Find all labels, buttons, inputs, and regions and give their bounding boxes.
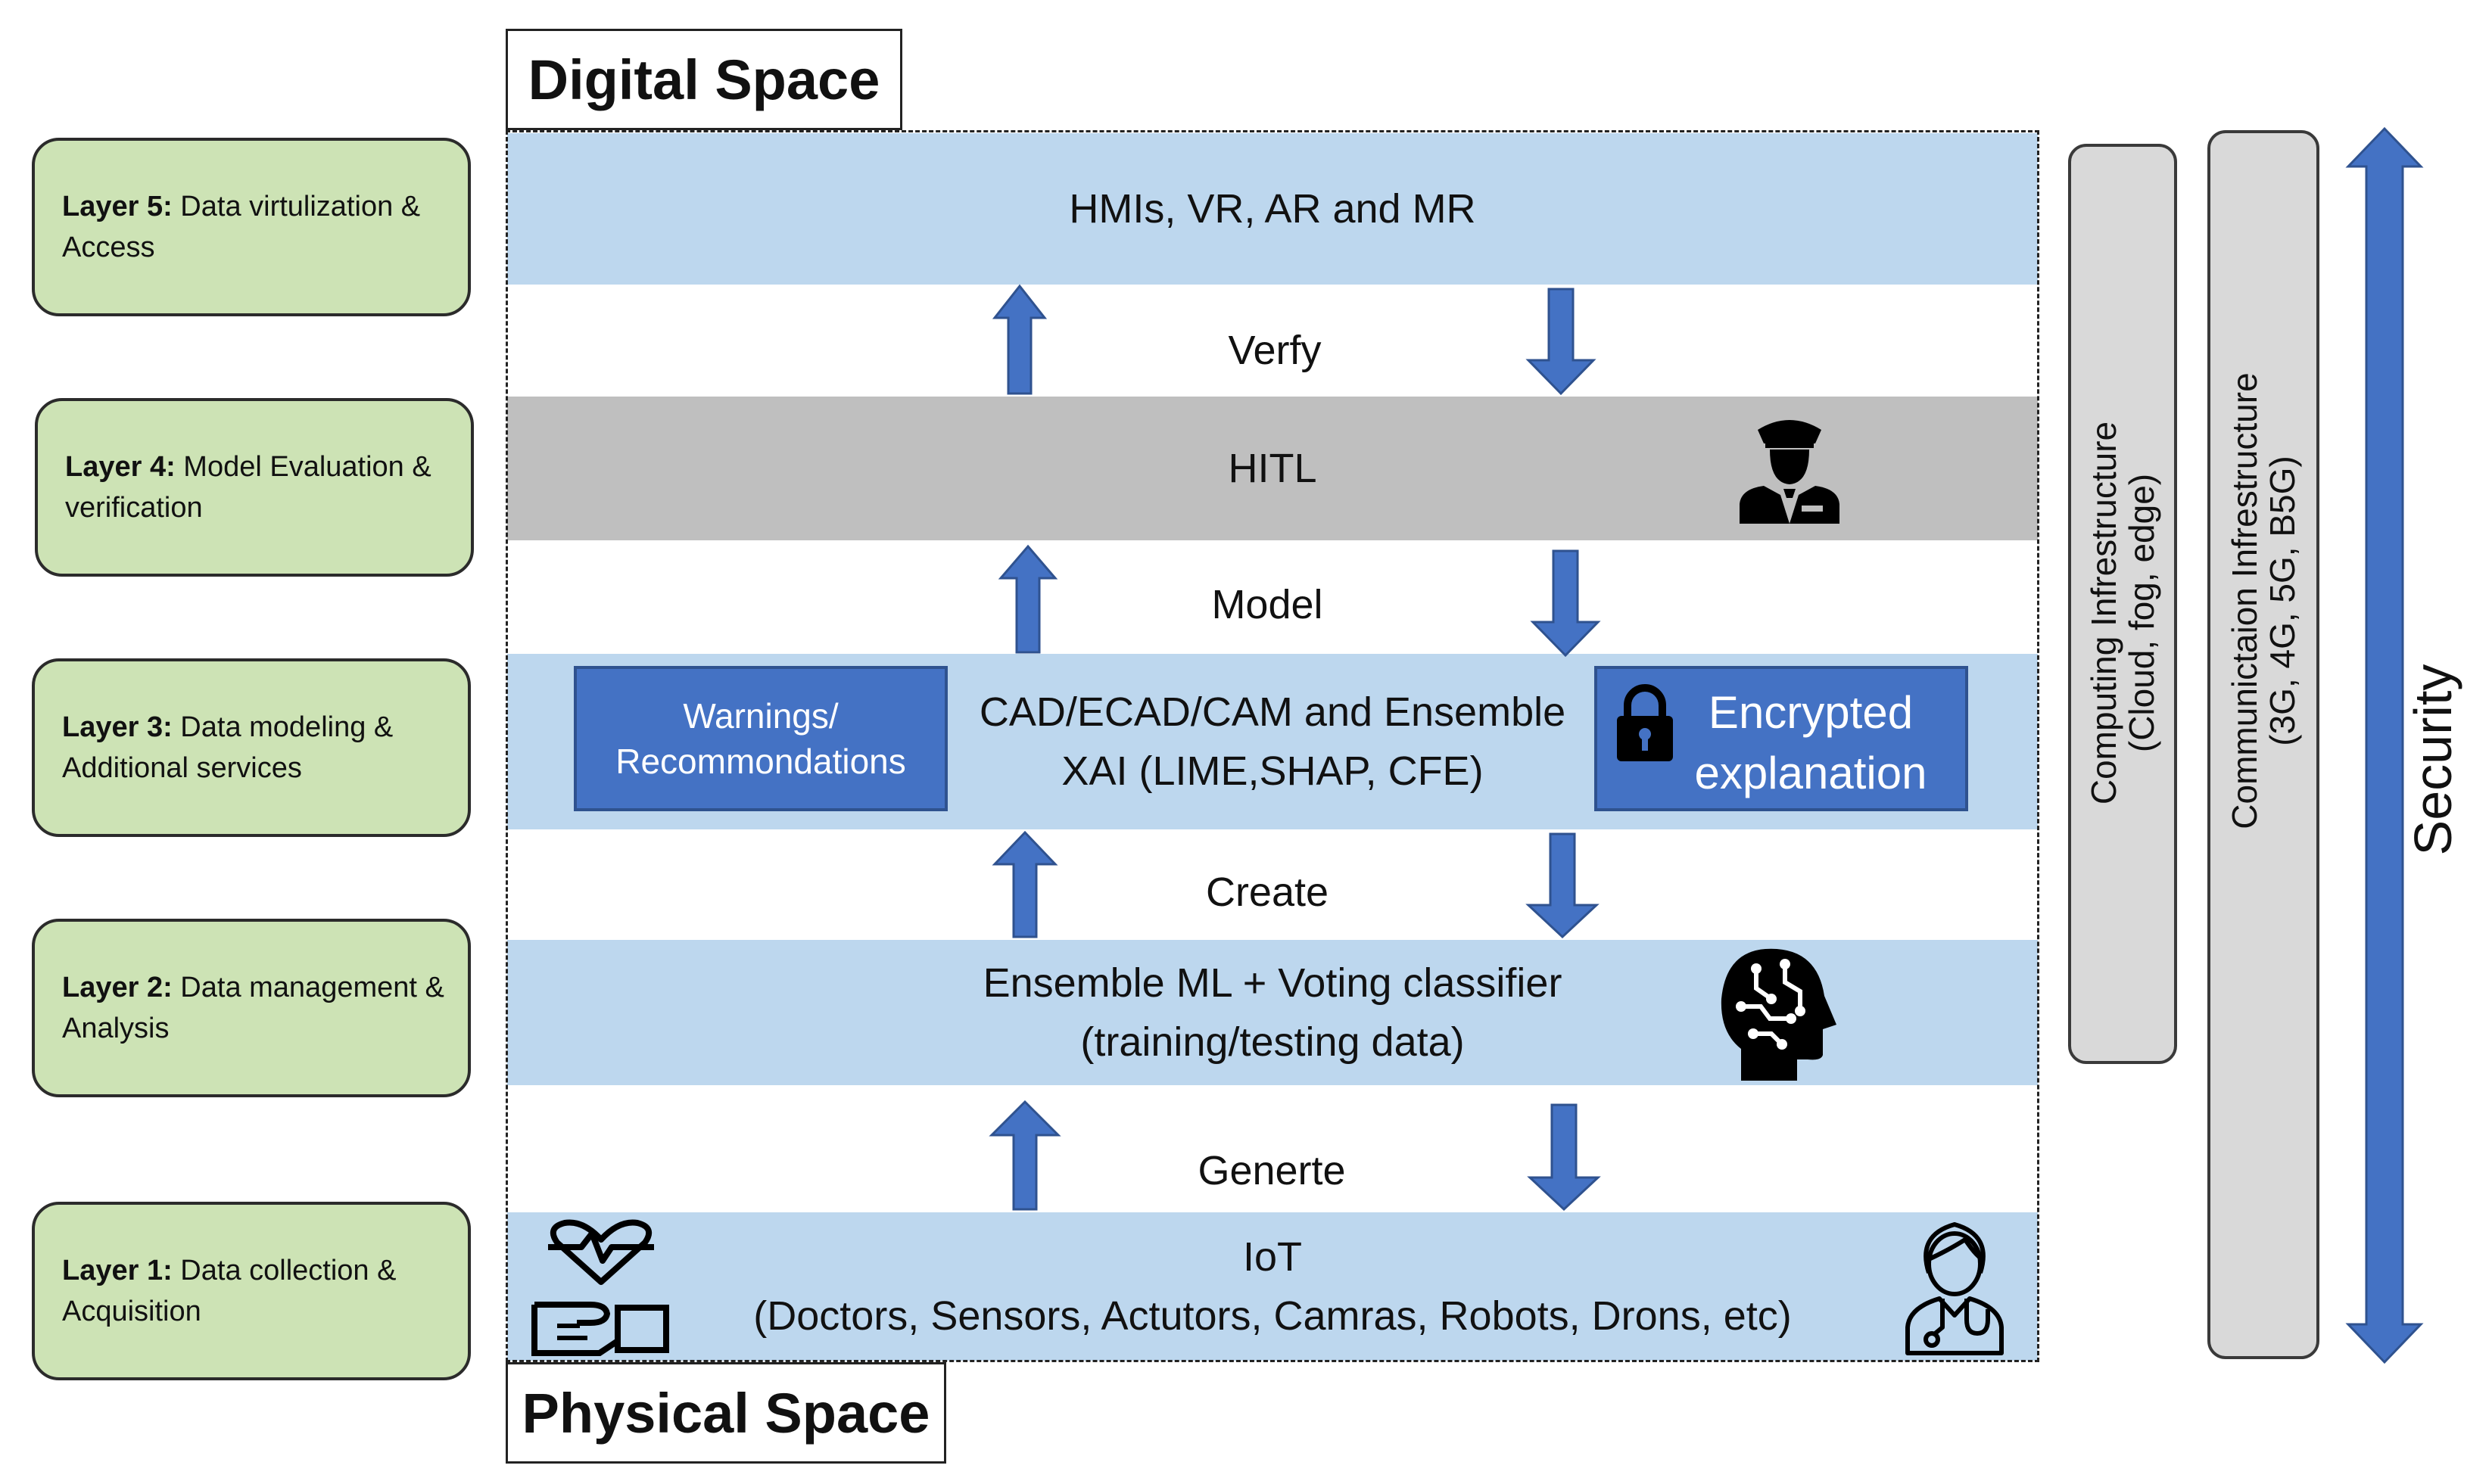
security-label: Security bbox=[2403, 664, 2462, 856]
cad-line-2: XAI (LIME,SHAP, CFE) bbox=[1061, 748, 1484, 794]
model-label: Model bbox=[1211, 582, 1323, 627]
padlock-icon bbox=[1617, 684, 1673, 761]
arrow-up-generate bbox=[989, 1100, 1061, 1211]
computing-label: Computing Infrestructure (Cloud, fog, ed… bbox=[2084, 153, 2161, 1073]
iot-band: IoT (Doctors, Sensors, Actutors, Camras,… bbox=[507, 1212, 2038, 1361]
layer-3-heading: Layer 3: bbox=[62, 711, 173, 743]
physical-space-title: Physical Space bbox=[506, 1362, 946, 1464]
encrypted-line-1: Encrypted bbox=[1708, 687, 1914, 738]
warnings-line-2: Recommondations bbox=[615, 742, 906, 781]
layer-1-heading: Layer 1: bbox=[62, 1255, 173, 1286]
encrypted-label: Encrypted explanation bbox=[1664, 683, 1958, 804]
create-label: Create bbox=[1205, 870, 1329, 915]
layer-4-heading: Layer 4: bbox=[65, 451, 176, 483]
layer-3-box: Layer 3: Data modeling & Additional serv… bbox=[32, 658, 471, 837]
layer-5-box: Layer 5: Data virtulization & Access bbox=[32, 138, 471, 316]
generate-label: Generte bbox=[1198, 1148, 1346, 1193]
layer-2-box: Layer 2: Data management & Analysis bbox=[32, 919, 471, 1097]
arrow-down-model bbox=[1530, 549, 1601, 658]
arrow-down-generate bbox=[1527, 1103, 1601, 1212]
computing-infrastructure-panel: Computing Infrestructure (Cloud, fog, ed… bbox=[2068, 144, 2177, 1064]
physical-space-label: Physical Space bbox=[522, 1381, 930, 1445]
communication-label: Communictaion Infrestructure (3G, 4G, 5G… bbox=[2225, 24, 2302, 1178]
layer-2-heading: Layer 2: bbox=[62, 972, 173, 1003]
layer-4-text: Model Evaluation & verification bbox=[65, 451, 431, 524]
computing-line-1: Computing Infrestructure bbox=[2084, 421, 2123, 805]
hmi-band: HMIs, VR, AR and MR bbox=[507, 133, 2038, 285]
warnings-box: Warnings/ Recommondations bbox=[574, 666, 948, 811]
warnings-line-1: Warnings/ bbox=[683, 696, 839, 736]
layer-4-box: Layer 4: Model Evaluation & verification bbox=[35, 398, 474, 577]
ml-line-2: (training/testing data) bbox=[1080, 1019, 1465, 1065]
iot-line-1: IoT bbox=[1242, 1234, 1303, 1280]
layer-5-heading: Layer 5: bbox=[62, 191, 173, 222]
digital-space-title: Digital Space bbox=[506, 29, 902, 130]
iot-line-2: (Doctors, Sensors, Actutors, Camras, Rob… bbox=[753, 1293, 1792, 1339]
layer-3-text: Data modeling & Additional services bbox=[62, 711, 394, 784]
verify-label: Verfy bbox=[1228, 328, 1322, 373]
cad-line-1: CAD/ECAD/CAM and Ensemble bbox=[979, 689, 1566, 735]
digital-space-label: Digital Space bbox=[528, 48, 880, 111]
ml-line-1: Ensemble ML + Voting classifier bbox=[983, 960, 1562, 1006]
arrow-up-create bbox=[992, 830, 1058, 938]
layer-1-box: Layer 1: Data collection & Acquisition bbox=[32, 1202, 471, 1380]
encrypted-explanation-box: Encrypted explanation bbox=[1594, 666, 1968, 811]
arrow-down-create bbox=[1525, 832, 1600, 939]
communication-infrastructure-panel: Communictaion Infrestructure (3G, 4G, 5G… bbox=[2207, 130, 2319, 1359]
heart-monitor-hand-icon bbox=[531, 1219, 669, 1356]
communication-line-1: Communictaion Infrestructure bbox=[2225, 372, 2264, 829]
computing-line-2: (Cloud, fog, edge) bbox=[2122, 473, 2161, 753]
hmi-label: HMIs, VR, AR and MR bbox=[1069, 186, 1476, 232]
security-double-arrow bbox=[2345, 126, 2424, 1364]
ai-head-icon bbox=[1721, 948, 1836, 1081]
arrow-up-model bbox=[998, 544, 1058, 654]
digital-twin-frame bbox=[506, 130, 2039, 1362]
layer-5-text: Data virtulization & Access bbox=[62, 191, 421, 263]
encrypted-line-2: explanation bbox=[1694, 748, 1927, 798]
communication-line-2: (3G, 4G, 5G, B5G) bbox=[2263, 456, 2302, 746]
arrow-up-verify bbox=[992, 284, 1048, 395]
hitl-label: HITL bbox=[1228, 446, 1317, 491]
arrow-down-verify bbox=[1525, 288, 1596, 396]
doctor-icon bbox=[1905, 1222, 2004, 1355]
layer-1-text: Data collection & Acquisition bbox=[62, 1255, 397, 1327]
officer-icon bbox=[1740, 420, 1839, 524]
layer-2-text: Data management & Analysis bbox=[62, 972, 444, 1044]
